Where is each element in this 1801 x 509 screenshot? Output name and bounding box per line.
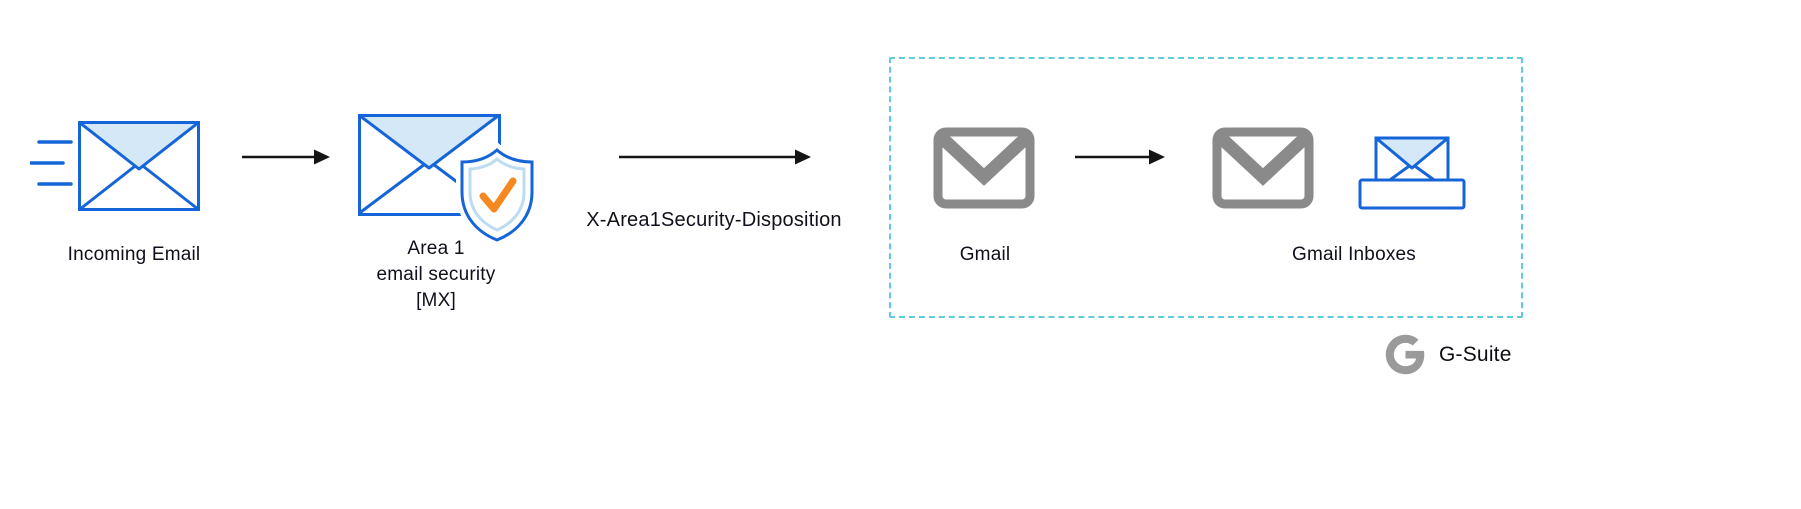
area1-envelope-shield-icon: [358, 114, 538, 246]
disposition-header-label: X-Area1Security-Disposition: [586, 209, 842, 231]
gmail-inboxes-label: Gmail Inboxes: [1291, 244, 1417, 265]
incoming-email-envelope-icon: [78, 121, 200, 211]
flow-arrow-3: [1075, 149, 1165, 165]
area1-label: Area 1 email security [MX]: [347, 236, 525, 314]
area1-label-line3: [MX]: [416, 290, 456, 311]
gmail-label: Gmail: [959, 244, 1011, 265]
gsuite-brand-label: G-Suite: [1439, 342, 1512, 366]
gsuite-brand: G-Suite: [1384, 333, 1512, 376]
google-g-icon: [1385, 334, 1425, 375]
gsuite-boundary-box: [889, 57, 1523, 318]
area1-label-line2: email security: [376, 264, 496, 285]
flow-arrow-2: [619, 149, 811, 165]
gmail-icon-2: [1212, 127, 1314, 209]
flow-arrow-1: [242, 149, 330, 165]
gmail-icon: [933, 127, 1035, 209]
inbox-tray-icon: [1358, 136, 1466, 210]
area1-label-line1: Area 1: [407, 238, 465, 259]
incoming-email-label: Incoming Email: [67, 244, 201, 265]
shield-check-icon: [456, 141, 538, 246]
speed-lines-icon: [30, 140, 73, 186]
